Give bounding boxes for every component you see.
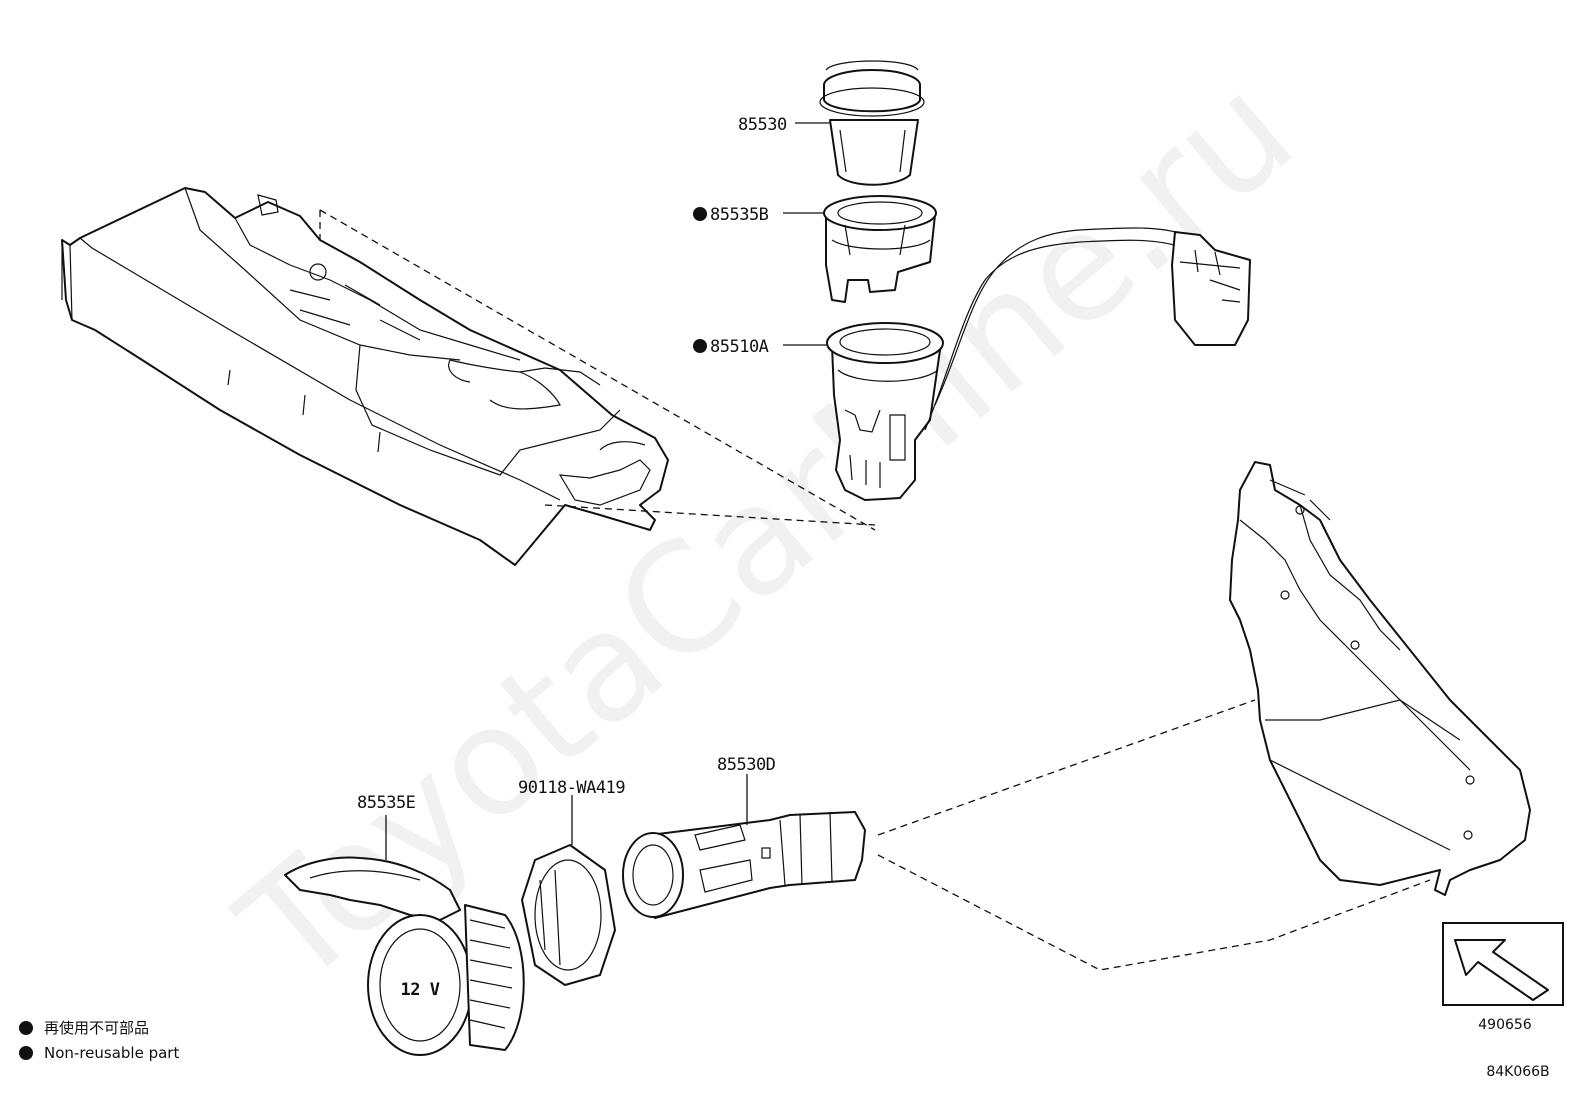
trim-leader-dashed [877, 699, 1431, 971]
accessory-socket-illustration [622, 811, 866, 919]
legend-english: Non-reusable part [44, 1044, 179, 1062]
view-arrow-icon [1454, 939, 1549, 1001]
callout-85530: 85530 [738, 115, 787, 135]
part-label-90118-wa419: 90118-WA419 [518, 778, 625, 798]
callout-85530d: 85530D [717, 755, 776, 775]
part-label-85535b: 85535B [710, 205, 769, 225]
legend-dot [19, 1021, 33, 1035]
nonreusable-dot [693, 207, 707, 221]
view-direction-box [1442, 922, 1564, 1006]
part-label-85530: 85530 [738, 115, 787, 135]
part-label-85530d: 85530D [717, 755, 776, 775]
center-console-illustration [61, 187, 669, 566]
callout-90118-wa419: 90118-WA419 [518, 778, 626, 798]
cigarette-plug-illustration [819, 60, 925, 186]
drawing-code: 84K066B [1486, 1064, 1549, 1080]
hex-nut-illustration [521, 844, 616, 986]
legend-dot [19, 1046, 33, 1060]
lower-trim-panel-illustration [1229, 461, 1531, 896]
leader-lines [385, 122, 830, 860]
retainer-ring-illustration [823, 195, 937, 303]
legend: 再使用不可部品 Non-reusable part [19, 1019, 179, 1062]
nonreusable-dot [693, 339, 707, 353]
socket-cap-12v-illustration: 12 V [284, 856, 525, 1056]
callout-85535e: 85535E [357, 793, 416, 813]
cap-12v-text: 12 V [401, 980, 440, 1000]
callout-85510a: 85510A [693, 337, 769, 357]
legend-japanese: 再使用不可部品 [44, 1019, 149, 1037]
part-label-85510a: 85510A [710, 337, 769, 357]
part-label-85535e: 85535E [357, 793, 416, 813]
view-ref-number: 490656 [1478, 1017, 1532, 1033]
callout-85535b: 85535B [693, 205, 769, 225]
console-leader-dashed [319, 209, 876, 531]
socket-with-wire-illustration [826, 227, 1251, 501]
